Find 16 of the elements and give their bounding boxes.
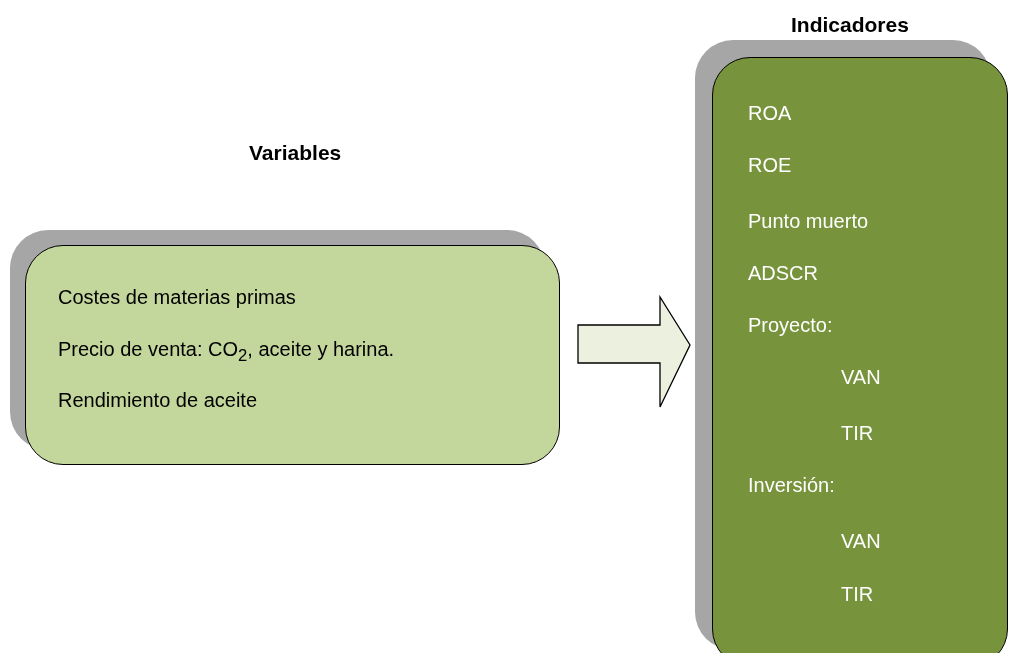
box-heading: Indicadores [791,13,909,37]
box-heading: Variables [249,141,342,165]
box-text: Costes de materias primas [58,286,296,309]
box-text: Proyecto: [748,314,833,337]
block-arrow [577,294,691,408]
box-text: Inversión: [748,474,835,497]
box-text: Precio de venta: CO$_{2}$, aceite y harina. [58,338,395,366]
box-text: ROE [748,154,792,177]
box-text: Punto muerto [748,210,869,233]
box-text: TIR [841,583,874,606]
box-text: VAN [841,366,881,389]
box-text: Rendimiento de aceite [58,389,257,412]
box-text: VAN [841,530,881,553]
box-text: ROA [748,102,792,125]
box-text: TIR [841,422,874,445]
box-text: ADSCR [748,262,818,285]
